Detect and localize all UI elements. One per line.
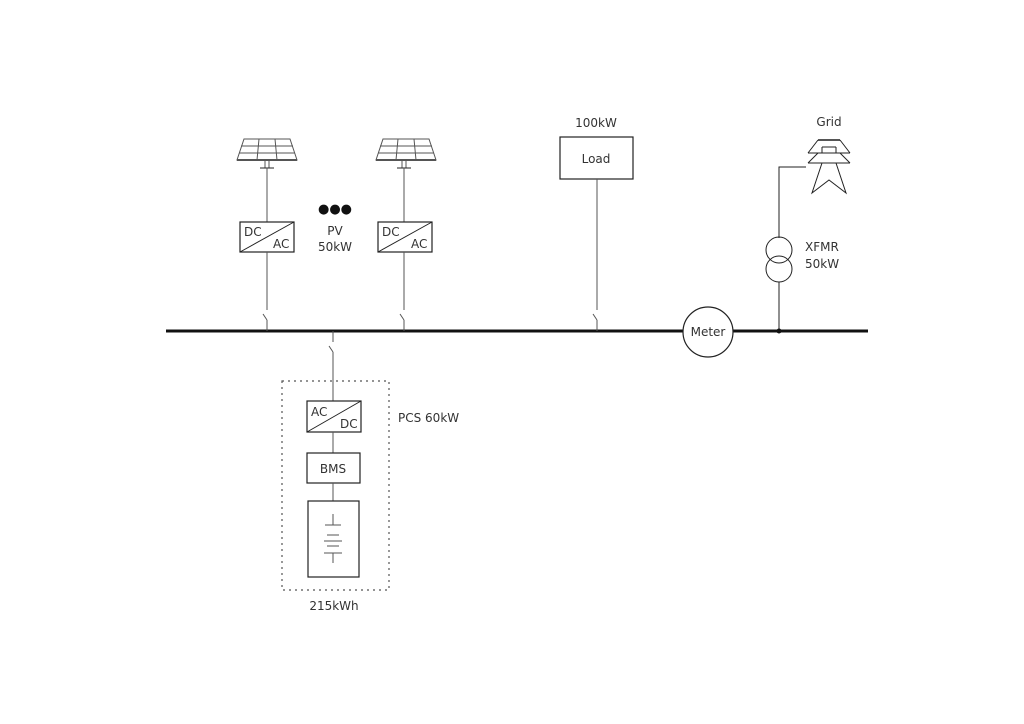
storage-system: AC DC PCS 60kW BMS 215kWh	[281, 331, 459, 613]
dc-ac-inverter-1: DC AC	[239, 221, 295, 253]
pv-unit-1: DC AC	[236, 138, 298, 331]
inverter-2-ac-label: AC	[411, 237, 427, 251]
bms-label: BMS	[320, 462, 346, 476]
bms: BMS	[306, 452, 361, 484]
pv-rating: 50kW	[318, 240, 352, 254]
pv-ellipsis: ●●●	[318, 202, 352, 217]
solar-panel-icon	[375, 138, 437, 169]
inverter-1-dc-label: DC	[244, 225, 262, 239]
meter: Meter	[682, 306, 734, 358]
battery-icon	[324, 514, 342, 563]
battery-capacity: 215kWh	[309, 599, 358, 613]
storage-enclosure	[281, 380, 390, 591]
breaker-pv-2	[399, 313, 405, 331]
breaker-load	[592, 313, 598, 331]
transmission-tower-icon	[807, 139, 851, 195]
pcs-label: PCS 60kW	[398, 411, 459, 425]
grid: Grid	[778, 115, 851, 238]
grid-label: Grid	[816, 115, 841, 129]
breaker-pv-1	[262, 313, 268, 331]
dc-ac-inverter-2: DC AC	[377, 221, 433, 253]
transformer: XFMR 50kW	[765, 236, 839, 334]
bus-junction-dot	[776, 328, 782, 334]
inverter-2-dc-label: DC	[382, 225, 400, 239]
transformer-icon	[765, 236, 793, 283]
battery	[307, 500, 360, 578]
pcs-ac-label: AC	[311, 405, 327, 419]
load-label: Load	[582, 152, 611, 166]
pv-label: PV	[327, 224, 343, 238]
xfmr-label: XFMR	[805, 240, 839, 254]
xfmr-rating: 50kW	[805, 257, 839, 271]
pcs-dc-label: DC	[340, 417, 358, 431]
ac-dc-converter: AC DC	[306, 400, 362, 433]
meter-label: Meter	[691, 325, 726, 339]
breaker-storage	[328, 331, 334, 353]
load: 100kW Load	[559, 116, 634, 331]
grid-feed-line	[778, 166, 806, 238]
load-rating: 100kW	[575, 116, 617, 130]
inverter-1-ac-label: AC	[273, 237, 289, 251]
solar-panel-icon	[236, 138, 298, 169]
pv-unit-2: DC AC	[375, 138, 437, 331]
